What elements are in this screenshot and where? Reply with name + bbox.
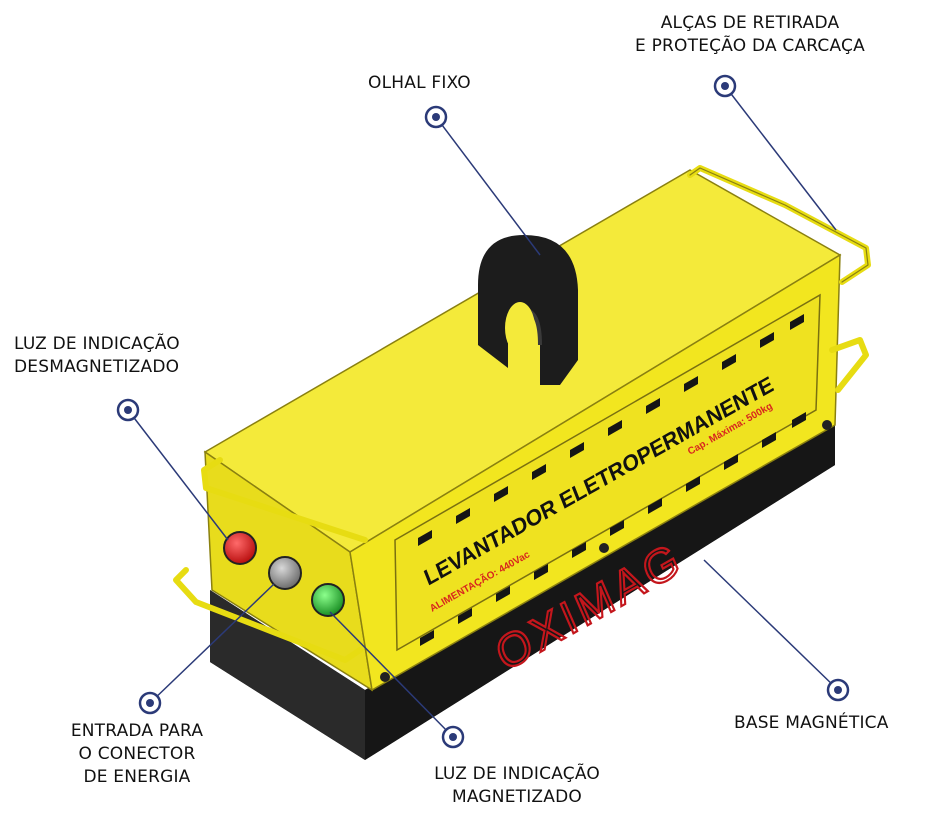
label-luz-desmagnetizado: LUZ DE INDICAÇÃO DESMAGNETIZADO bbox=[14, 334, 180, 377]
marker-luz-mag bbox=[441, 725, 465, 749]
marker-olhal bbox=[424, 105, 448, 129]
magnetic-base bbox=[210, 425, 835, 760]
callouts bbox=[127, 85, 839, 738]
label-luz-magnetizado: LUZ DE INDICAÇÃO MAGNETIZADO bbox=[434, 764, 600, 807]
handles bbox=[173, 165, 871, 663]
red-indicator-light bbox=[223, 531, 257, 565]
end-face-controls bbox=[223, 531, 345, 617]
lifting-eye bbox=[478, 235, 578, 385]
marker-luz-desmag bbox=[116, 398, 140, 422]
screws bbox=[380, 420, 832, 682]
label-base-magnetica: BASE MAGNÉTICA bbox=[734, 713, 889, 733]
marker-alcas bbox=[713, 74, 737, 98]
ventilation-slots bbox=[418, 314, 806, 646]
label-entrada-conector: ENTRADA PARA O CONECTOR DE ENERGIA bbox=[70, 721, 204, 787]
marker-entrada bbox=[138, 691, 162, 715]
green-indicator-light bbox=[311, 583, 345, 617]
label-alcas: ALÇAS DE RETIRADA E PROTEÇÃO DA CARCAÇA bbox=[635, 13, 865, 56]
callout-markers bbox=[116, 74, 850, 749]
gray-power-connector bbox=[268, 556, 302, 590]
label-olhal-fixo: OLHAL FIXO bbox=[368, 73, 471, 93]
marker-base bbox=[826, 678, 850, 702]
